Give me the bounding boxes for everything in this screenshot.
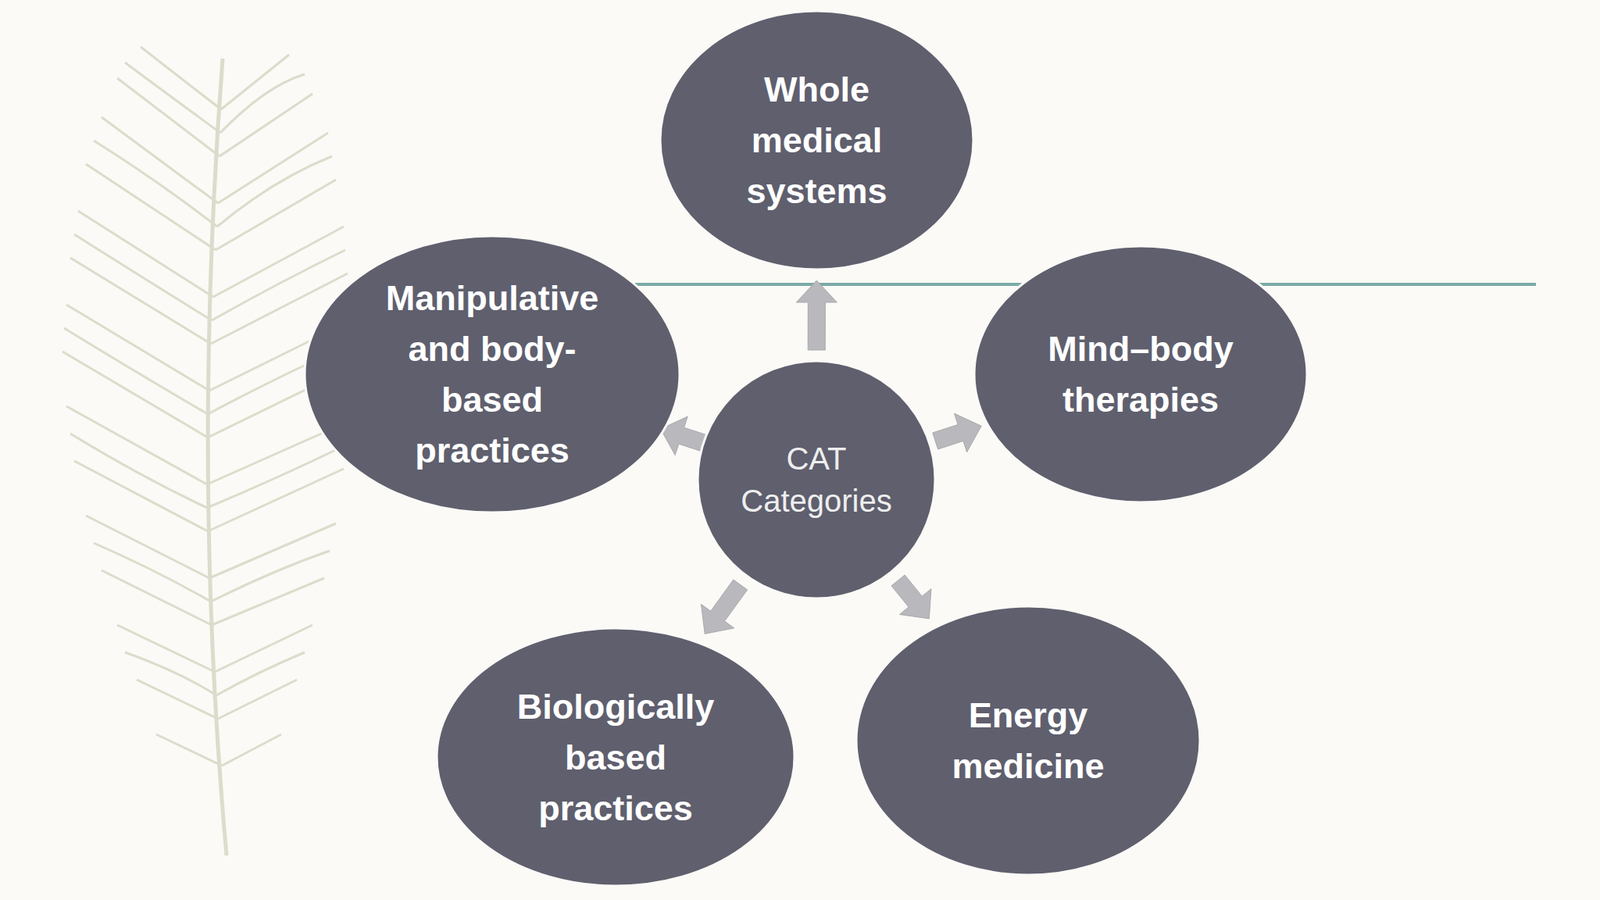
node-label: CAT Categories <box>730 437 903 522</box>
center-circle: CAT Categories <box>696 359 937 600</box>
block-arrow <box>796 280 837 350</box>
node-label: Biologically based practices <box>498 681 733 834</box>
node-label: Manipulative and body-based practices <box>363 272 622 476</box>
category-ellipse: Mind–body therapies <box>972 244 1309 504</box>
ellipse-outline <box>972 244 1309 504</box>
block-arrow <box>891 575 932 619</box>
feather-illustration <box>62 46 352 856</box>
node-label: Whole medical systems <box>715 64 919 217</box>
category-ellipse: Energy medicine <box>854 604 1202 877</box>
ellipse-outline <box>696 359 937 600</box>
block-arrow <box>701 579 748 634</box>
ellipse-outline <box>303 234 682 515</box>
category-ellipse: Biologically based practices <box>435 626 797 888</box>
ellipse-outline <box>854 604 1202 877</box>
block-arrow <box>932 413 982 452</box>
category-ellipse: Manipulative and body-based practices <box>303 234 682 515</box>
node-label: Energy medicine <box>926 689 1130 792</box>
category-ellipse: Whole medical systems <box>658 9 975 272</box>
node-label: Mind–body therapies <box>1019 323 1262 425</box>
